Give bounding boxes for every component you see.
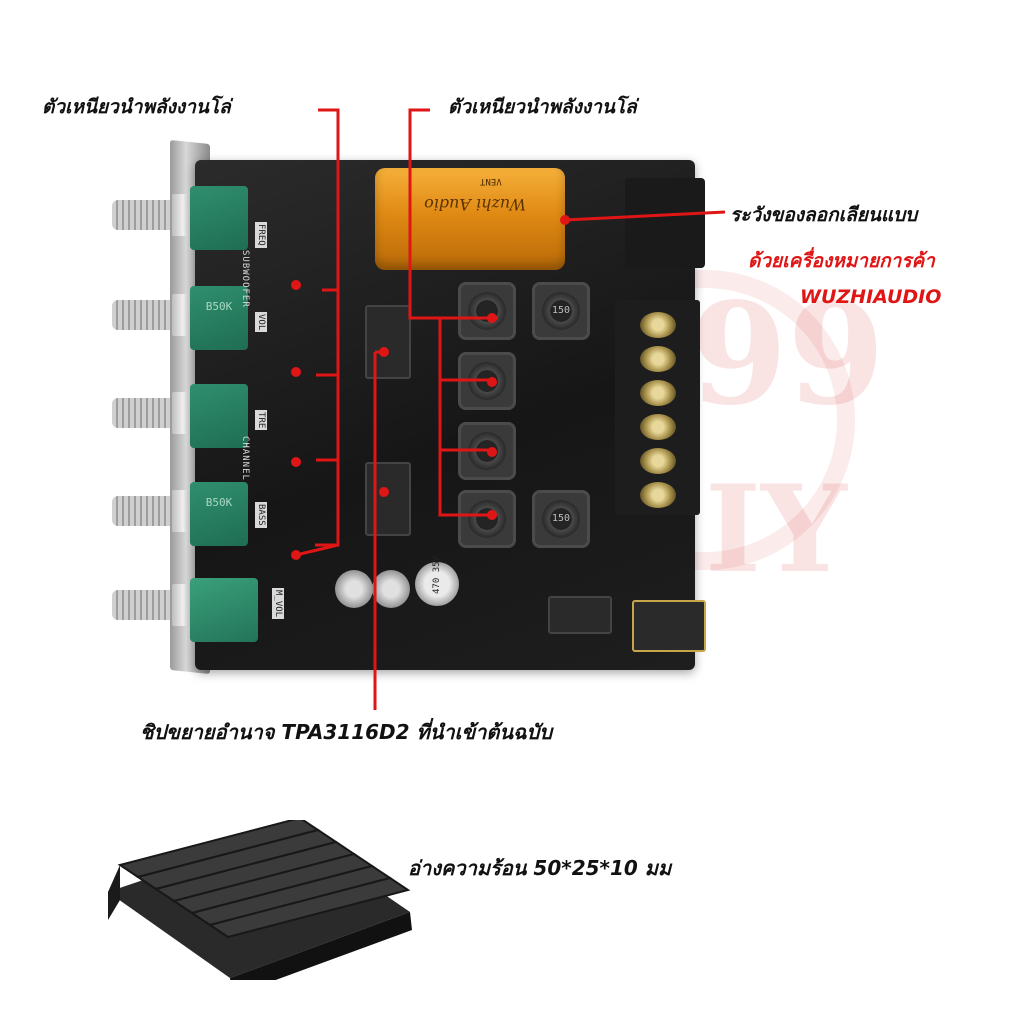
potentiometer-5 bbox=[190, 578, 258, 642]
inductor-4 bbox=[458, 422, 516, 480]
inductor-6 bbox=[532, 490, 590, 548]
annotation-inductor-right: ตัวเหนียวนำพลังงานโล่ bbox=[448, 96, 637, 118]
inductor-label: 150 bbox=[551, 305, 571, 316]
silk-subwoofer: SUBWOOFER bbox=[240, 250, 250, 308]
bluetooth-chip bbox=[548, 596, 612, 634]
capacitor-470uf-print: 470 35V bbox=[432, 553, 442, 597]
annotation-inductor-left: ตัวเหนียวนำพลังงานโล่ bbox=[42, 96, 231, 118]
watermark-logo-letters: IY bbox=[705, 459, 847, 600]
knob-shaft-2 bbox=[112, 300, 174, 330]
knob-nut-4 bbox=[172, 490, 194, 532]
knob-nut-3 bbox=[172, 392, 194, 434]
filter-capacitor bbox=[375, 168, 565, 270]
inductor-1 bbox=[458, 282, 516, 340]
pot-label-2: B50K bbox=[205, 496, 233, 509]
knob-nut-1 bbox=[172, 194, 194, 236]
annotation-chip: ชิปขยายอำนาจ TPA3116D2 ที่นำเข้าต้นฉบับ bbox=[140, 720, 553, 744]
annotation-heatsink: อ่างความร้อน 50*25*10 มม bbox=[408, 856, 672, 880]
watermark-logo: 99 bbox=[690, 273, 885, 437]
knob-nut-2 bbox=[172, 294, 194, 336]
annotation-anti-counterfeit: ระวังของลอกเลียนแบบ bbox=[730, 204, 918, 226]
amplifier-chip-2 bbox=[365, 462, 411, 536]
knob-nut-5 bbox=[172, 584, 194, 626]
annotation-trademark: ด้วยเครื่องหมายการค้า bbox=[748, 250, 935, 272]
knob-shaft-1 bbox=[112, 200, 174, 230]
knob-shaft-4 bbox=[112, 496, 174, 526]
inductor-5 bbox=[458, 490, 516, 548]
capacitor-470uf bbox=[415, 562, 459, 606]
silk-channel: CHANNEL bbox=[240, 436, 250, 481]
heatsink-image bbox=[108, 820, 412, 980]
small-capacitor bbox=[372, 570, 410, 608]
knob-shaft-3 bbox=[112, 398, 174, 428]
inductor-label: 150 bbox=[551, 513, 571, 524]
potentiometer-4 bbox=[190, 482, 248, 546]
dc-power-jack bbox=[625, 178, 705, 268]
terminal-screw bbox=[640, 312, 676, 338]
terminal-screw bbox=[640, 346, 676, 372]
potentiometer-1 bbox=[190, 186, 248, 250]
silk-m-vol: M_VOL bbox=[272, 588, 284, 620]
terminal-screw bbox=[640, 380, 676, 406]
cap-voltage: 35V bbox=[432, 556, 442, 573]
silk-tre: TRE bbox=[255, 410, 267, 431]
potentiometer-2 bbox=[190, 286, 248, 350]
silk-bass: BASS bbox=[255, 502, 267, 528]
terminal-screw bbox=[640, 482, 676, 508]
silk-vol: VOL bbox=[255, 312, 267, 333]
terminal-screw bbox=[640, 414, 676, 440]
knob-shaft-5 bbox=[112, 590, 174, 620]
amplifier-chip-1 bbox=[365, 305, 411, 379]
cap-value: 470 bbox=[432, 577, 442, 594]
small-capacitor bbox=[335, 570, 373, 608]
inductor-3 bbox=[458, 352, 516, 410]
capacitor-vent-print: VENT bbox=[480, 176, 502, 186]
terminal-screw bbox=[640, 448, 676, 474]
capacitor-brand-print: Wuzhi Audio bbox=[424, 195, 526, 214]
silk-freq: FREQ bbox=[255, 222, 267, 248]
annotation-brand-name: WUZHIAUDIO bbox=[800, 286, 942, 308]
potentiometer-3 bbox=[190, 384, 248, 448]
inductor-2 bbox=[532, 282, 590, 340]
aux-audio-jack bbox=[632, 600, 706, 652]
pot-label-1: B50K bbox=[205, 300, 233, 313]
